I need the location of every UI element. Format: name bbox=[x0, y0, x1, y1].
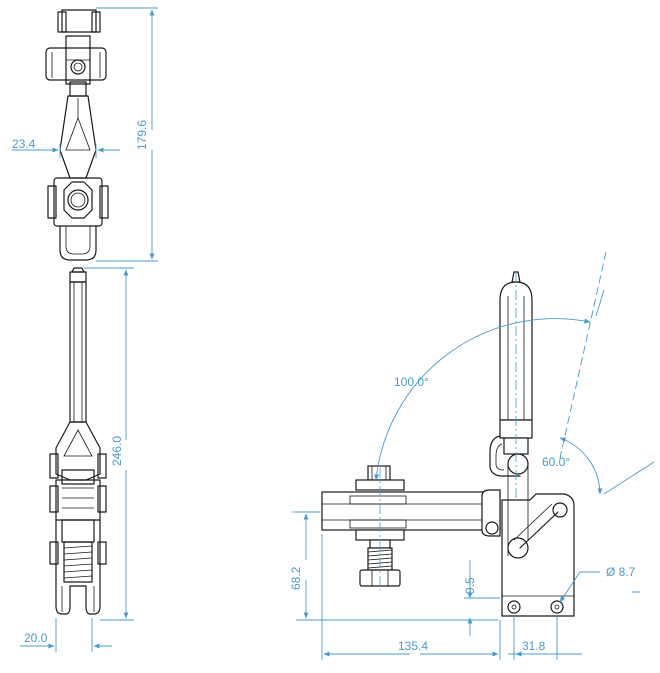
dim-20-0: 20.0 bbox=[24, 631, 48, 645]
dim-angle-100: 100.0° bbox=[394, 375, 429, 389]
dim-angle-60: 60.0° bbox=[542, 455, 570, 469]
dim-246-0: 246.0 bbox=[110, 436, 124, 466]
dim-23-4: 23.4 bbox=[12, 137, 36, 151]
dim-135-4: 135.4 bbox=[398, 639, 428, 653]
dim-179-6: 179.6 bbox=[135, 120, 149, 150]
front-view bbox=[20, 267, 134, 652]
dim-9-5: 9.5 bbox=[463, 577, 477, 594]
dim-31-8: 31.8 bbox=[522, 639, 546, 653]
spindle-thread bbox=[63, 545, 93, 579]
dim-hole-dia: Ø 8.7 bbox=[606, 565, 636, 579]
dim-68-2: 68.2 bbox=[289, 566, 303, 590]
side-view bbox=[12, 7, 158, 262]
main-view bbox=[292, 251, 655, 660]
